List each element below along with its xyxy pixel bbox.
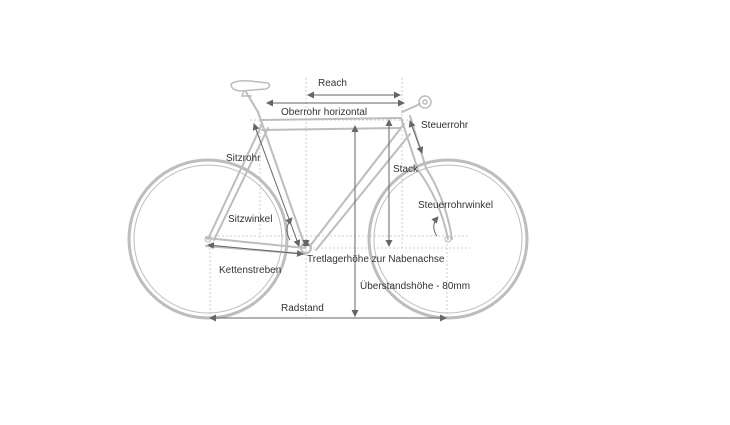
chainstay-arrow [207,242,304,257]
label-seat-tube: Sitzrohr [226,153,261,164]
seat-tube-arrow [252,123,301,247]
label-stack: Stack [393,164,419,175]
head-angle-arc [431,216,439,237]
label-seat-angle: Sitzwinkel [228,214,273,225]
saddle-icon [230,80,271,97]
dimension-lines [207,91,447,322]
label-wheelbase: Radstand [281,303,324,314]
head-tube-arrow [408,120,424,154]
label-standover: Überstandshöhe - 80mm [360,281,471,292]
label-head-angle: Steuerrohrwinkel [418,200,494,211]
label-chainstays: Kettenstreben [219,265,282,276]
label-bb-drop: Tretlagerhöhe zur Nabenachse [307,254,445,265]
label-reach: Reach [318,78,347,89]
label-top-tube-horizontal: Oberrohr horizontal [281,107,368,118]
label-head-tube: Steuerrohr [421,120,469,131]
handlebar-icon [418,95,432,109]
seat-angle-arc [285,217,293,241]
